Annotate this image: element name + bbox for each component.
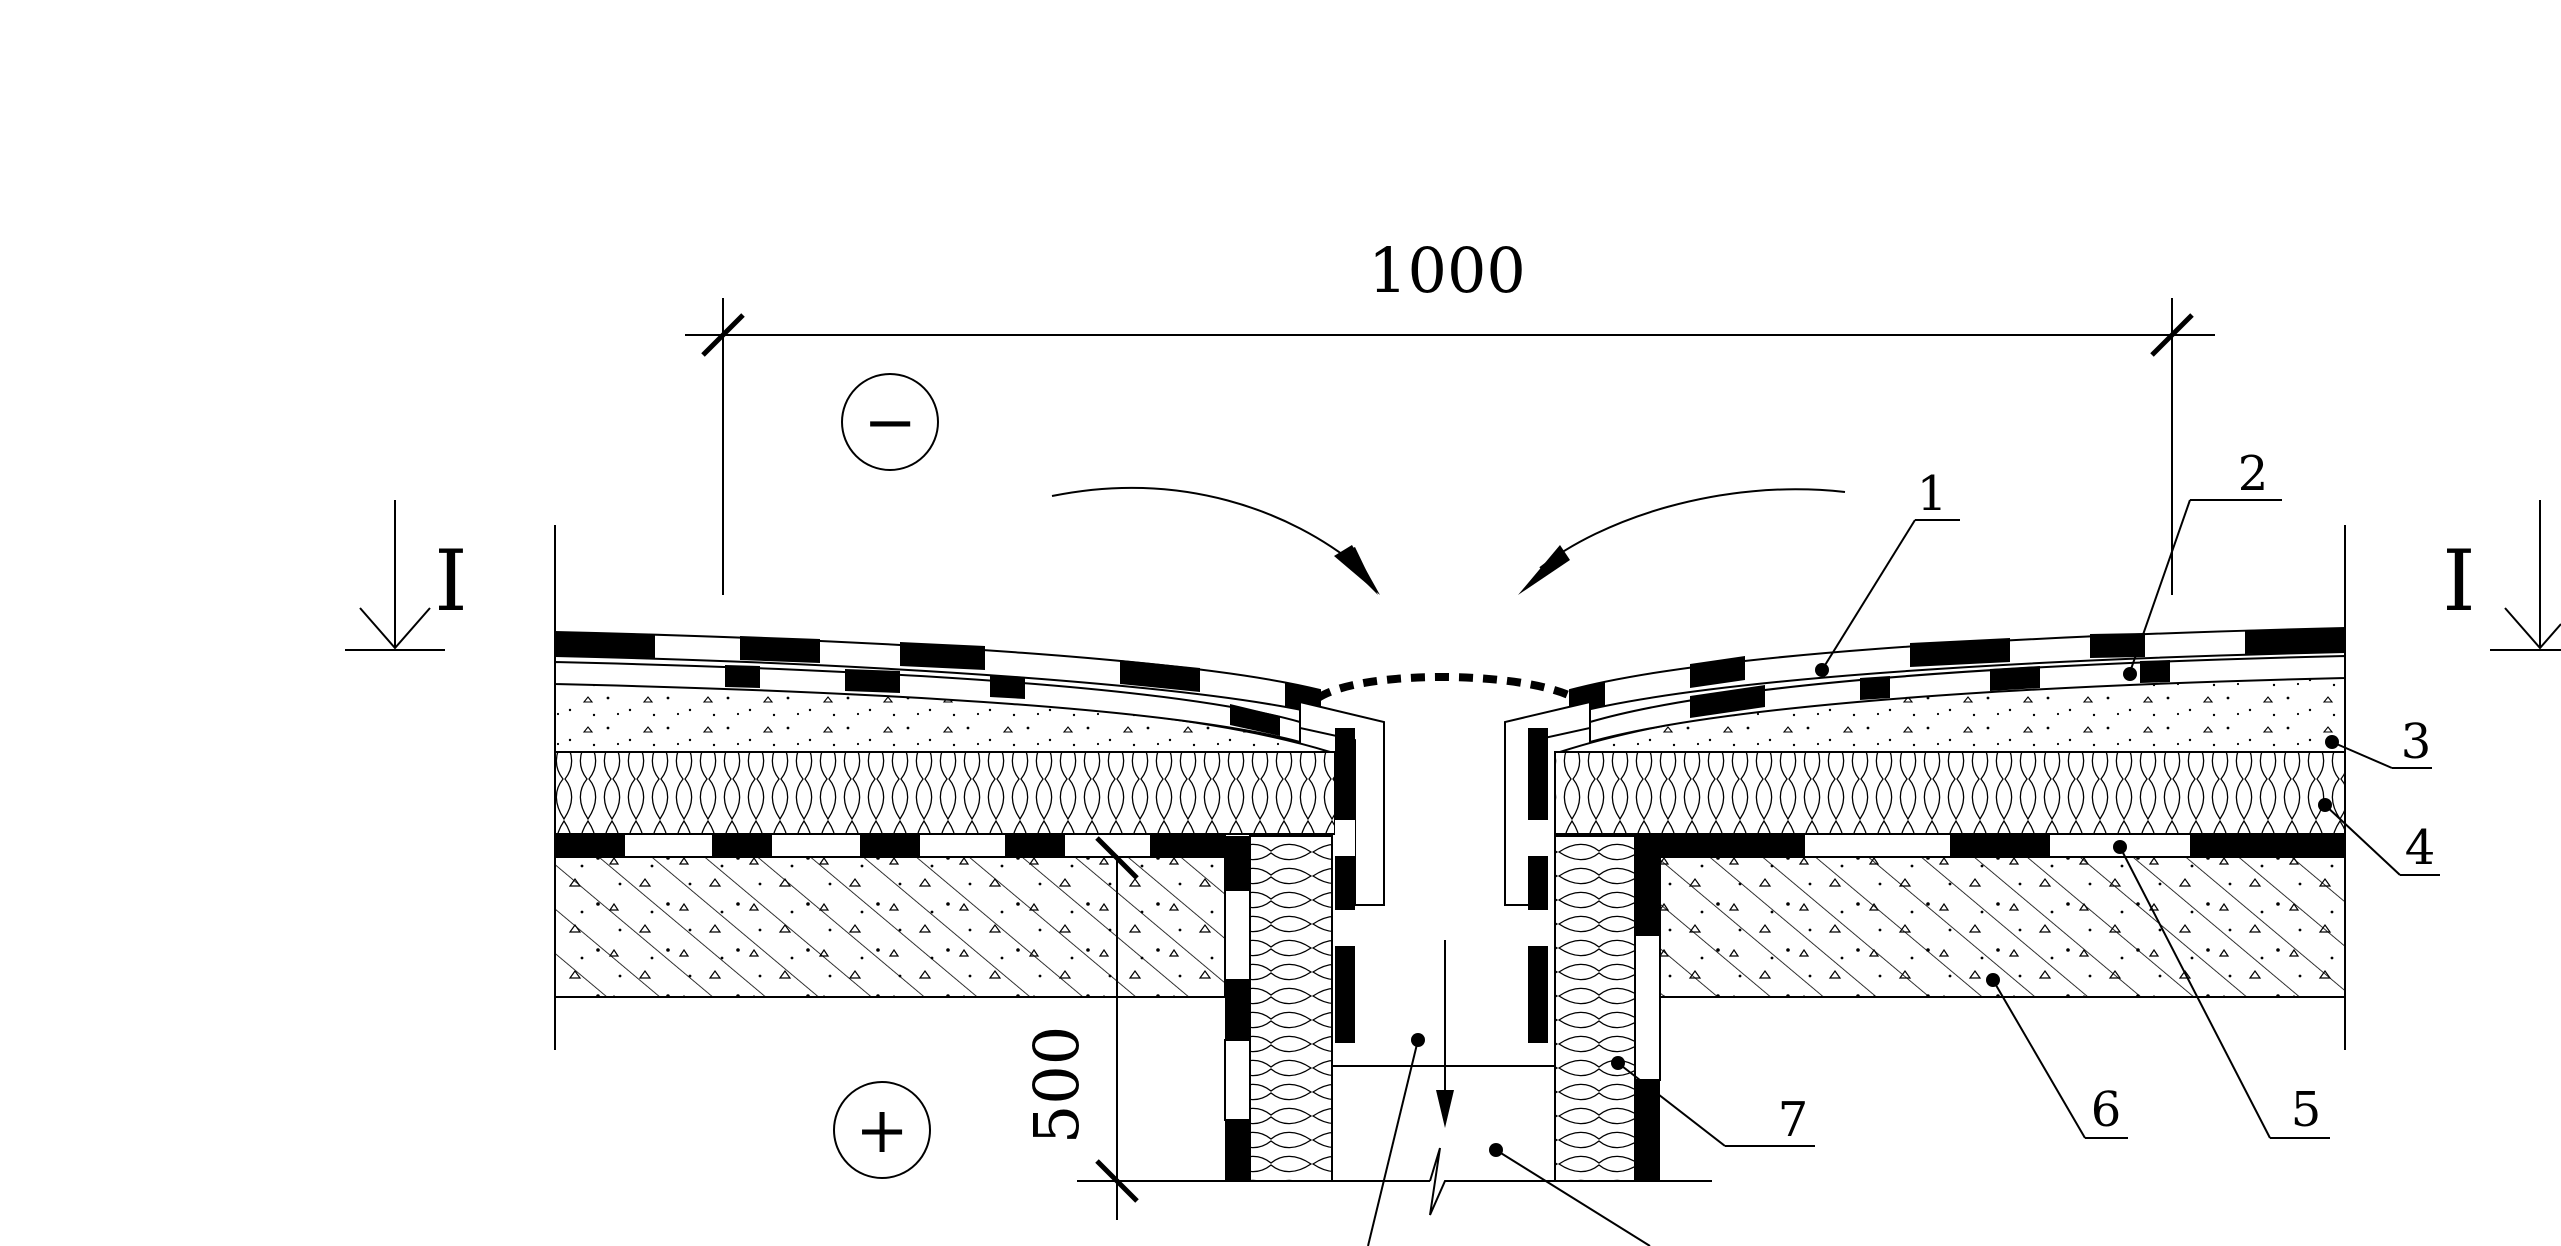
left-roof-assembly	[554, 630, 1385, 1043]
callout-1: 1	[1917, 466, 1948, 522]
width-dimension	[685, 298, 2215, 595]
callout-2: 2	[2238, 446, 2269, 502]
callout-6: 6	[2091, 1082, 2122, 1138]
left-drain-wall	[1224, 835, 1333, 1182]
callout-7: 7	[1778, 1092, 1809, 1148]
callout-5: 5	[2291, 1082, 2322, 1138]
drain-outlet	[1172, 940, 1712, 1216]
flow-arrow-left	[1051, 486, 1361, 569]
callout-leaders	[1367, 499, 2440, 1246]
section-mark-right	[2490, 500, 2561, 651]
section-mark-right-label: I	[2442, 532, 2475, 630]
flow-arrow-head	[1436, 1090, 1454, 1128]
flow-arrow-right-head	[1518, 545, 1570, 595]
negative-pressure-circle	[841, 373, 939, 471]
left-insulation-layer	[554, 751, 1336, 835]
right-insulation-layer	[1554, 751, 2346, 835]
right-drain-wall	[1554, 835, 1661, 1182]
section-boundaries	[554, 525, 2346, 1050]
positive-pressure-sign: +	[855, 1094, 909, 1168]
flow-arrow-left-head	[1334, 545, 1380, 595]
depth-dimension	[1077, 836, 1225, 1220]
callout-4: 4	[2405, 820, 2436, 876]
negative-pressure-sign: −	[863, 386, 917, 460]
drain-dome-strainer	[1315, 673, 1577, 702]
depth-dimension-label: 500	[1020, 1026, 1093, 1144]
callout-dots	[1411, 663, 2339, 1157]
width-dimension-label: 1000	[1368, 234, 1526, 307]
section-mark-left	[345, 500, 445, 651]
flow-arrows	[1051, 486, 1846, 595]
positive-pressure-circle	[833, 1081, 931, 1179]
section-mark-left-label: I	[434, 532, 467, 630]
right-roof-assembly	[1504, 626, 2346, 1043]
callout-3: 3	[2401, 714, 2432, 770]
flow-arrow-right	[1539, 488, 1846, 569]
